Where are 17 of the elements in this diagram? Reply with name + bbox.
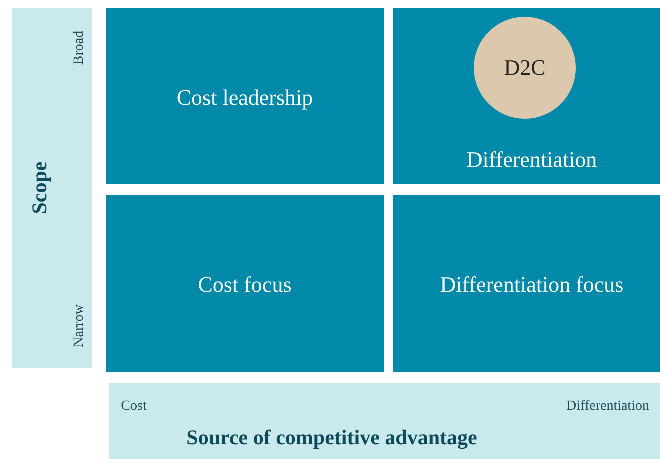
quadrant-label: Cost leadership xyxy=(176,85,314,111)
quadrant-box xyxy=(393,8,660,184)
axis-title: Scope xyxy=(28,162,52,214)
circle-label: D2C xyxy=(504,55,546,81)
quadrant-label: Cost focus xyxy=(198,272,292,298)
quadrant-box xyxy=(106,195,384,372)
quadrant-box xyxy=(393,195,660,372)
quadrant-box xyxy=(106,8,384,184)
axis-end-label: Broad xyxy=(72,30,88,66)
quadrant-label: Differentiation focus xyxy=(440,272,624,298)
axis-title: Source of competitive advantage xyxy=(186,426,478,450)
axis-end-label: Narrow xyxy=(72,304,88,348)
axis-band xyxy=(12,8,92,368)
axis-end-label: Differentiation xyxy=(566,399,650,415)
axis-band xyxy=(109,383,660,459)
axis-end-label: Cost xyxy=(121,399,147,415)
quadrant-label: Differentiation xyxy=(466,147,598,173)
